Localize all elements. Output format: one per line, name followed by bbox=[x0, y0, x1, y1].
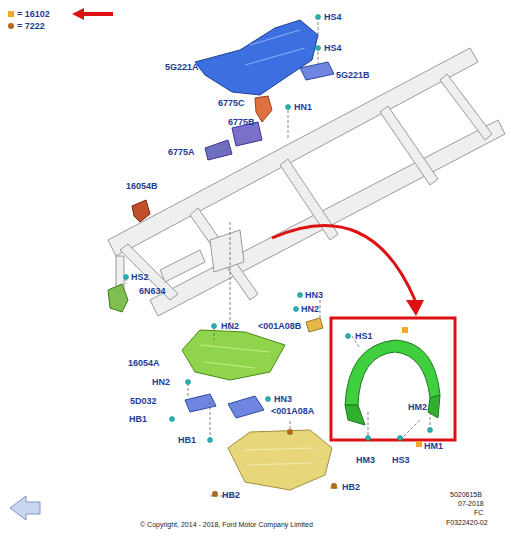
callout-number: HM1 bbox=[424, 441, 443, 452]
callout-number: <001A08A bbox=[271, 406, 314, 417]
reference-note: FC bbox=[474, 508, 483, 517]
callout-number: 5G221A bbox=[165, 62, 199, 73]
callout-number: <001A08B bbox=[258, 321, 301, 332]
callout-number: HS1 bbox=[355, 331, 373, 342]
callout-number: 6775B bbox=[228, 117, 255, 128]
legend-swatch bbox=[8, 23, 14, 29]
legend-swatch bbox=[8, 11, 14, 17]
callout-number: HS4 bbox=[324, 43, 342, 54]
callout-number: HM3 bbox=[356, 455, 375, 466]
callout-number: 5G221B bbox=[336, 70, 370, 81]
reference-note: © Copyright, 2014 - 2018, Ford Motor Com… bbox=[140, 520, 313, 529]
callout-number: 6775C bbox=[218, 98, 245, 109]
callout-number: HN3 bbox=[274, 394, 292, 405]
callout-number: HN1 bbox=[294, 102, 312, 113]
callout-number: HS2 bbox=[131, 272, 149, 283]
callout-number: HB1 bbox=[178, 435, 196, 446]
callout-number: HB2 bbox=[342, 482, 360, 493]
callout-number: 6N634 bbox=[139, 286, 166, 297]
callout-number: 6775A bbox=[168, 147, 195, 158]
legend-text: = 16102 bbox=[17, 9, 50, 20]
callout-number: HB1 bbox=[129, 414, 147, 425]
legend-text: = 7222 bbox=[17, 21, 45, 32]
callout-number: HN2 bbox=[301, 304, 319, 315]
callout-number: HB2 bbox=[222, 490, 240, 501]
reference-note: 07-2018 bbox=[458, 499, 484, 508]
callout-number: HN3 bbox=[305, 290, 323, 301]
callout-number: HS4 bbox=[324, 12, 342, 23]
callout-number: HN2 bbox=[152, 377, 170, 388]
reference-note: F0322420-02 bbox=[446, 518, 488, 527]
callout-number: 16054B bbox=[126, 181, 158, 192]
callout-number: 16054A bbox=[128, 358, 160, 369]
callout-number: HS3 bbox=[392, 455, 410, 466]
reference-note: 5020615B bbox=[450, 490, 482, 499]
callout-number: 5D032 bbox=[130, 396, 157, 407]
callout-number: HM2 bbox=[408, 402, 427, 413]
callout-number: HN2 bbox=[221, 321, 239, 332]
